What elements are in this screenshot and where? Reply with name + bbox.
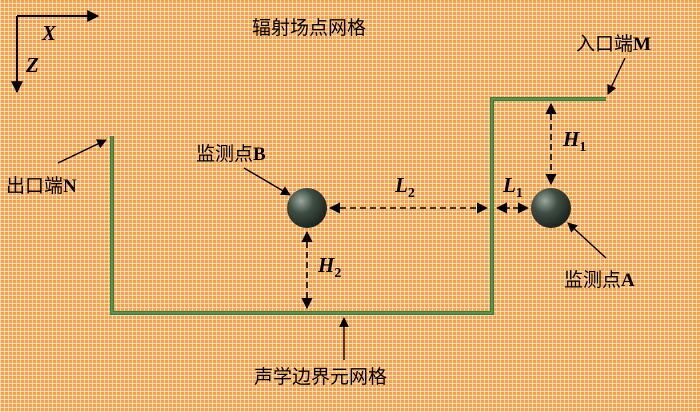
dimension-l2-label: L2 [394,173,415,201]
point-a-label: 监测点A [564,269,635,291]
z-axis-label: Z [25,53,39,77]
inlet-leader-arrow [607,57,626,95]
dimension-l1-label: L1 [502,173,523,201]
monitor-point-b-sphere [287,188,327,228]
dimension-h2-label: H2 [317,253,341,281]
outlet-label: 出口端N [6,175,77,197]
point-b-leader-arrow [243,167,291,196]
monitor-point-a-sphere [531,188,571,228]
point-b-label: 监测点B [196,143,266,165]
dimension-h1-label: H1 [562,127,586,155]
acoustic-mesh-highlight [111,98,606,314]
acoustic-mesh-label: 声学边界元网格 [254,366,387,388]
inlet-label: 入口端M [576,33,651,55]
radiation-mesh-label: 辐射场点网格 [252,17,366,39]
outlet-leader-arrow [57,139,107,164]
point-a-leader-arrow [567,222,607,259]
x-axis-label: X [41,21,57,45]
